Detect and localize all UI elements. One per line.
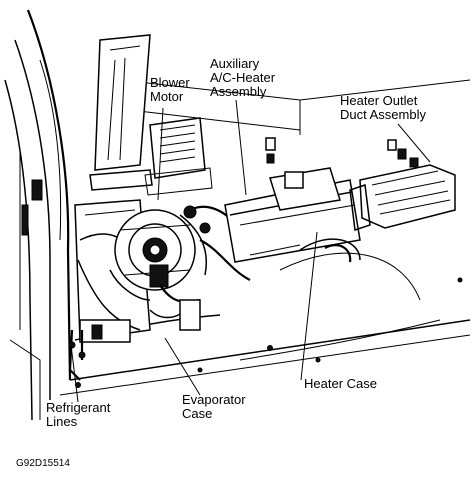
refrigerant-lines-drawing — [68, 329, 86, 381]
label-auxiliary-line1: Auxiliary — [210, 56, 260, 71]
label-refrigerant-line2: Lines — [46, 414, 78, 429]
label-auxiliary-line3: Assembly — [210, 84, 267, 99]
leader-evaporator-case — [164, 337, 201, 396]
label-auxiliary-ac-heater-assembly: Auxiliary A/C-Heater Assembly — [210, 57, 275, 99]
label-heater-outlet-line1: Heater Outlet — [340, 93, 418, 108]
upper-air-duct — [89, 34, 153, 191]
figure-code: G92D15514 — [16, 458, 70, 469]
label-blower-motor-line1: Blower — [150, 75, 190, 90]
blower-grille-housing — [144, 117, 213, 196]
roof-rail — [119, 79, 471, 135]
label-blower-motor-line2: Motor — [150, 89, 184, 104]
leader-refrigerant-lines — [70, 344, 79, 403]
wiring-and-hoses — [149, 205, 251, 331]
label-auxiliary-line2: A/C-Heater — [210, 70, 276, 85]
leader-lines — [70, 99, 431, 403]
label-evaporator-line2: Case — [182, 406, 213, 421]
label-refrigerant-line1: Refrigerant — [46, 400, 111, 415]
heater-case-drawing — [224, 167, 361, 263]
label-evaporator-case: Evaporator Case — [182, 393, 246, 421]
label-refrigerant-lines: Refrigerant Lines — [46, 401, 110, 429]
leader-blower-motor — [157, 107, 164, 201]
fasteners — [265, 137, 419, 168]
blower-motor-drawing — [109, 209, 201, 303]
heater-outlet-duct-drawing — [349, 164, 456, 232]
label-heater-outlet-line2: Duct Assembly — [340, 107, 426, 122]
leader-auxiliary — [235, 99, 247, 196]
label-evaporator-line1: Evaporator — [182, 392, 246, 407]
leader-heater-outlet — [397, 123, 431, 163]
leader-heater-case — [300, 231, 318, 381]
label-heater-outlet-duct-assembly: Heater Outlet Duct Assembly — [340, 94, 426, 122]
label-heater-case: Heater Case — [304, 376, 377, 391]
label-blower-motor: Blower Motor — [150, 76, 190, 104]
vehicle-body-panel — [4, 9, 72, 421]
vehicle-floor — [59, 252, 471, 396]
